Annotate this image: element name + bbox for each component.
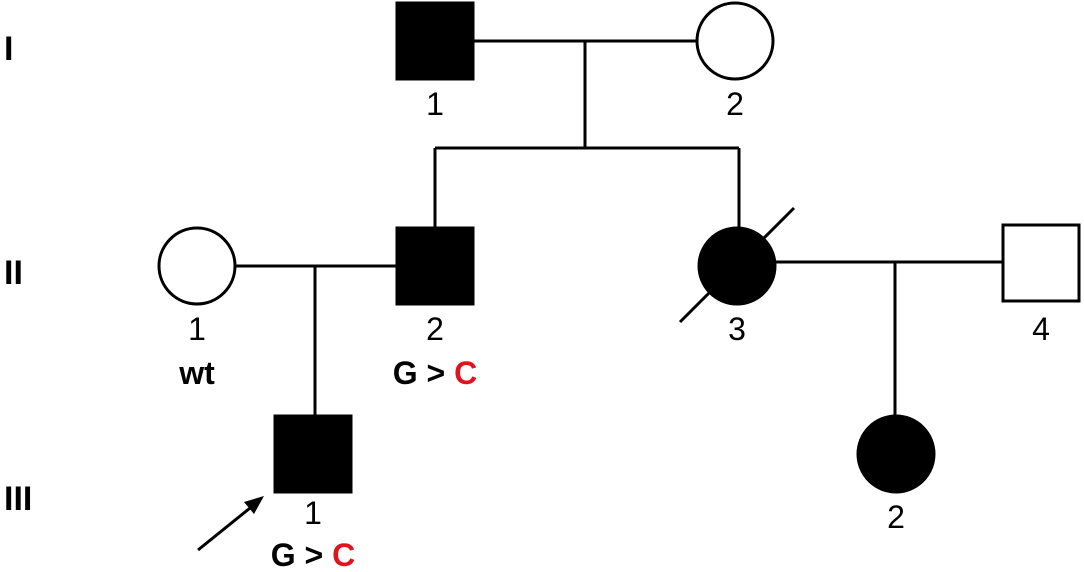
generation-label-II: II bbox=[4, 254, 23, 292]
individual-III-1-affected-male bbox=[273, 414, 353, 494]
genotype-separator: > bbox=[296, 537, 332, 572]
genotype-III-1: G > C bbox=[271, 537, 355, 572]
generation-label-III: III bbox=[4, 480, 32, 518]
proband-arrow-icon bbox=[197, 496, 264, 552]
individual-number-II-1: 1 bbox=[188, 311, 206, 347]
individual-I-2-unaffected-female bbox=[695, 1, 775, 81]
pedigree-lines bbox=[236, 39, 1003, 416]
individual-II-4-unaffected-male bbox=[1001, 223, 1081, 303]
deceased-slash-II-3 bbox=[678, 206, 796, 324]
individual-number-II-2: 2 bbox=[426, 311, 444, 347]
generation-label-I: I bbox=[4, 30, 13, 68]
individual-number-II-3: 3 bbox=[728, 311, 746, 347]
individual-II-2-affected-male bbox=[395, 226, 475, 306]
individual-III-2-affected-female bbox=[856, 414, 936, 494]
genotype-separator: > bbox=[418, 355, 454, 391]
individual-I-1-affected-male bbox=[395, 1, 475, 81]
individual-II-1-unaffected-female bbox=[157, 226, 237, 306]
genotype-ref: G bbox=[393, 355, 418, 391]
genotype-II-2: G > C bbox=[393, 355, 477, 391]
individual-number-II-4: 4 bbox=[1032, 311, 1050, 347]
individual-number-I-1: 1 bbox=[426, 86, 444, 122]
genotype-ref: G bbox=[271, 537, 296, 572]
individual-number-I-2: 2 bbox=[726, 86, 744, 122]
genotype-alt: C bbox=[332, 537, 355, 572]
individual-number-III-1: 1 bbox=[304, 495, 322, 531]
genotype-alt: C bbox=[454, 355, 477, 391]
individual-number-III-2: 2 bbox=[887, 499, 905, 535]
genotype-II-1: wt bbox=[178, 355, 215, 391]
